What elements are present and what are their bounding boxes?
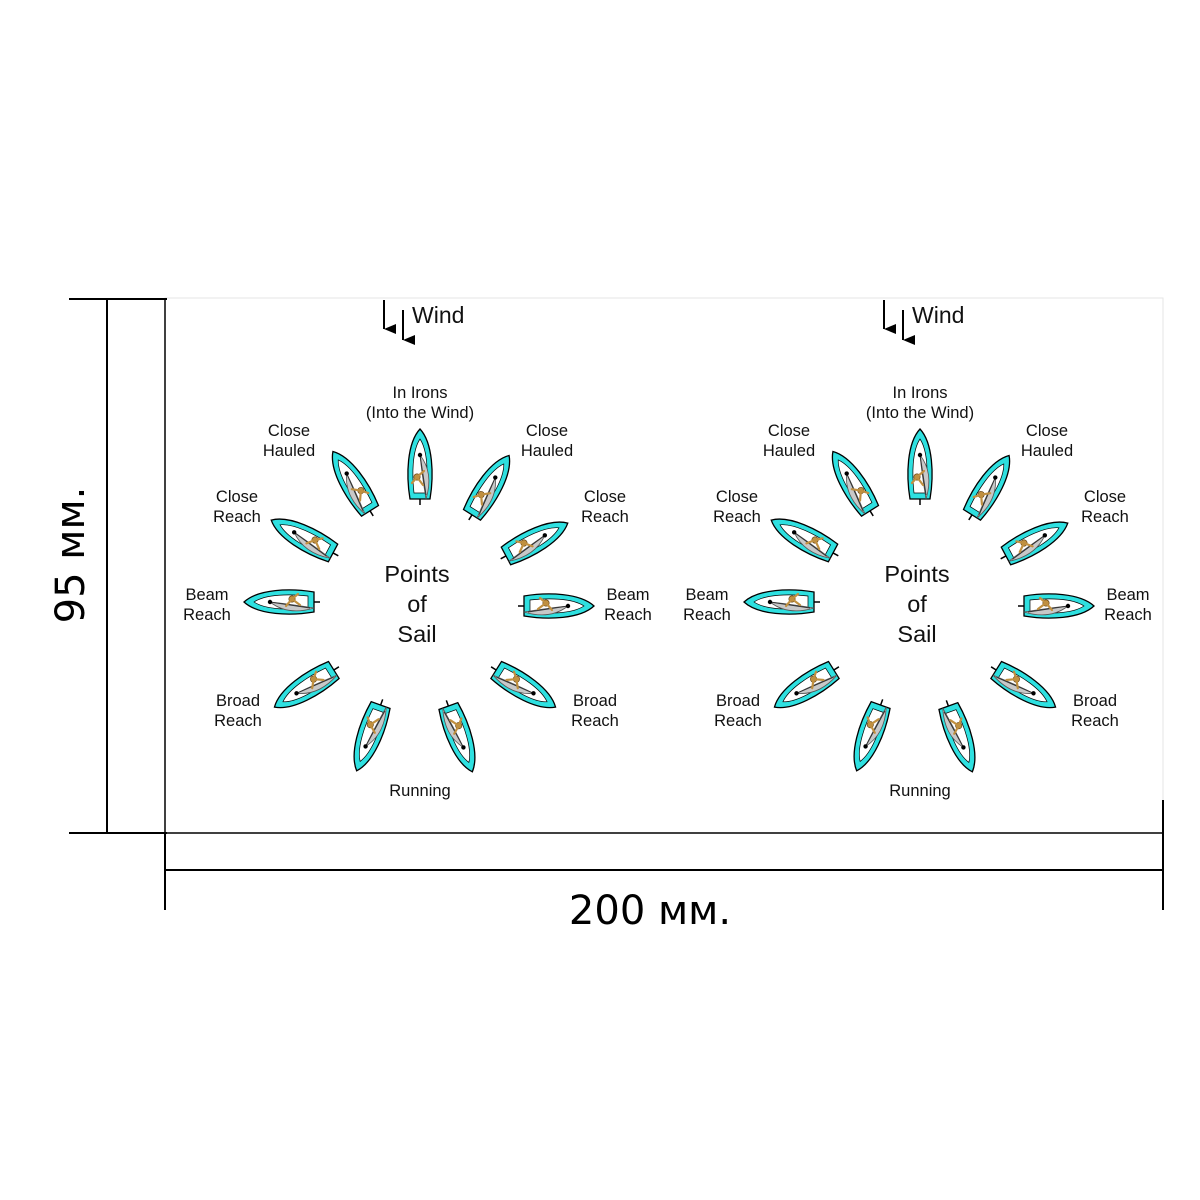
sailboat-icon [462, 454, 511, 521]
sailboat-icon [407, 428, 433, 505]
sailboat-icon [831, 450, 880, 517]
point-of-sail-label: In Irons(Into the Wind) [366, 384, 474, 422]
height-dimension: 95 мм. [48, 298, 167, 834]
sailboat-icon [1000, 521, 1069, 566]
sailboat-icon [438, 700, 476, 773]
sailboat-icon [770, 518, 839, 563]
height-dimension-label: 95 мм. [48, 487, 94, 624]
sailboat-icon [270, 518, 339, 563]
sailboat-icon [938, 700, 976, 773]
wind-arrow-icon [383, 300, 415, 345]
width-dimension-label: 200 мм. [569, 888, 731, 934]
sailboat-icon [990, 660, 1057, 709]
sailboat-icon [518, 593, 595, 619]
sailboat-icon [273, 660, 340, 709]
sailboat-icon [773, 660, 840, 709]
sailboat-icon [331, 450, 380, 517]
width-dimension: 200 мм. [164, 800, 1164, 934]
sailboat-icon [500, 521, 569, 566]
point-of-sail-label: Running [389, 782, 450, 800]
sailboat-icon [490, 660, 557, 709]
sailboat-icon [907, 428, 933, 505]
wind-label: Wind [912, 302, 964, 328]
sticker-outline [164, 297, 1164, 834]
point-of-sail-label: In Irons(Into the Wind) [866, 384, 974, 422]
sailboat-icon [743, 589, 820, 615]
wind-arrow-icon [883, 300, 915, 345]
sailboat-icon [243, 589, 320, 615]
wind-label: Wind [412, 302, 464, 328]
sailboat-icon [962, 454, 1011, 521]
sailboat-icon [353, 699, 391, 772]
sailboat-icon [1018, 593, 1095, 619]
sailboat-icon [853, 699, 891, 772]
point-of-sail-label: Running [889, 782, 950, 800]
